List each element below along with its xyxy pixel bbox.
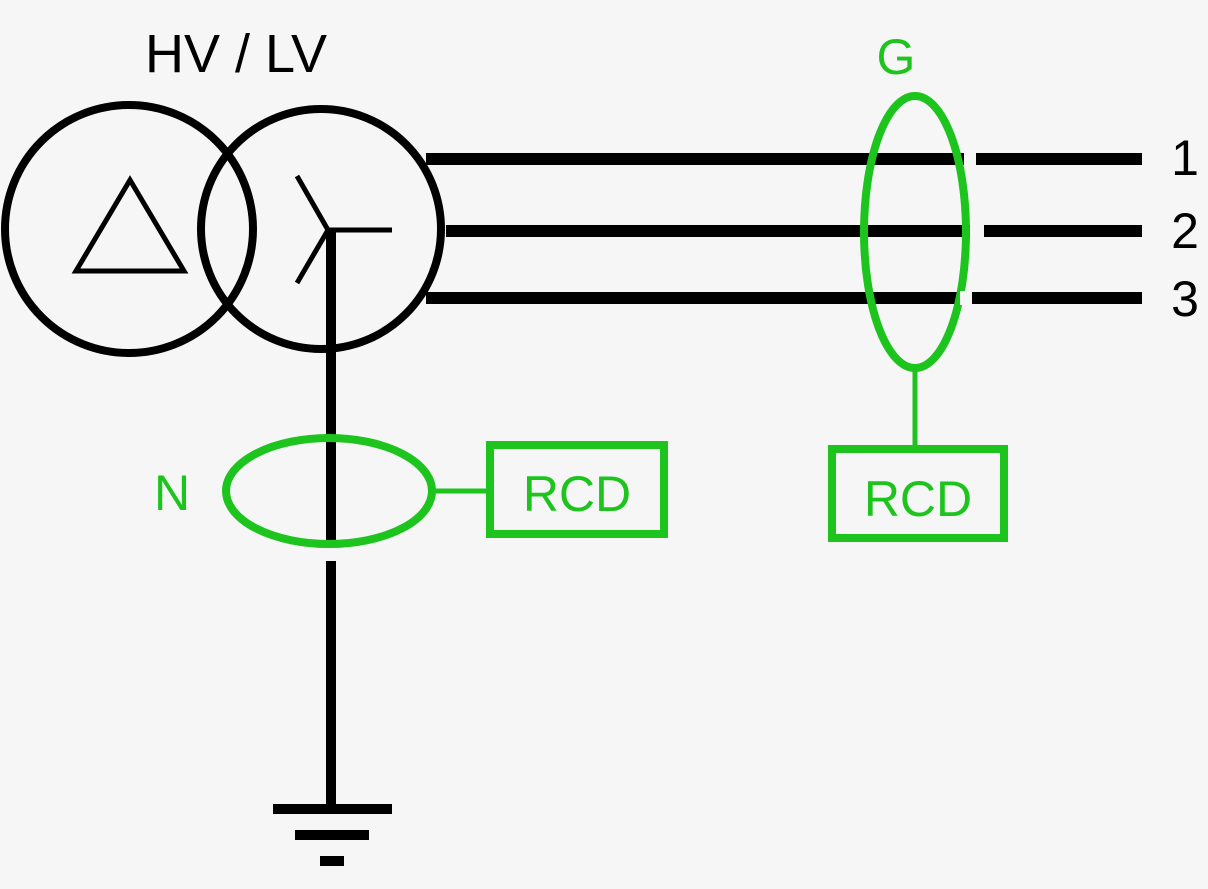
phase-label-1: 1 bbox=[1171, 130, 1199, 186]
phase-conductors: 1 2 3 bbox=[426, 130, 1199, 327]
neutral-rcd-box bbox=[486, 441, 668, 538]
phase-label-2: 2 bbox=[1171, 203, 1199, 259]
lv-winding-circle bbox=[197, 105, 445, 353]
hv-winding-circle bbox=[1, 101, 257, 357]
general-rcd-label: RCD bbox=[864, 471, 972, 527]
neutral-rcd-label: RCD bbox=[523, 466, 631, 522]
transformer-label: HV / LV bbox=[145, 24, 327, 84]
general-rcd-box bbox=[828, 445, 1008, 542]
hv-lv-transformer: HV / LV bbox=[1, 24, 445, 357]
earth-ground-icon bbox=[273, 804, 392, 866]
delta-icon bbox=[71, 175, 189, 274]
wye-icon bbox=[294, 174, 392, 285]
general-label: G bbox=[877, 29, 916, 85]
neutral-label: N bbox=[154, 465, 190, 521]
phase-conductor-gaps bbox=[960, 152, 984, 305]
neutral-rcd-group: N RCD bbox=[154, 434, 668, 548]
general-rcd-group: G RCD bbox=[828, 29, 1008, 542]
phase-label-3: 3 bbox=[1171, 271, 1199, 327]
